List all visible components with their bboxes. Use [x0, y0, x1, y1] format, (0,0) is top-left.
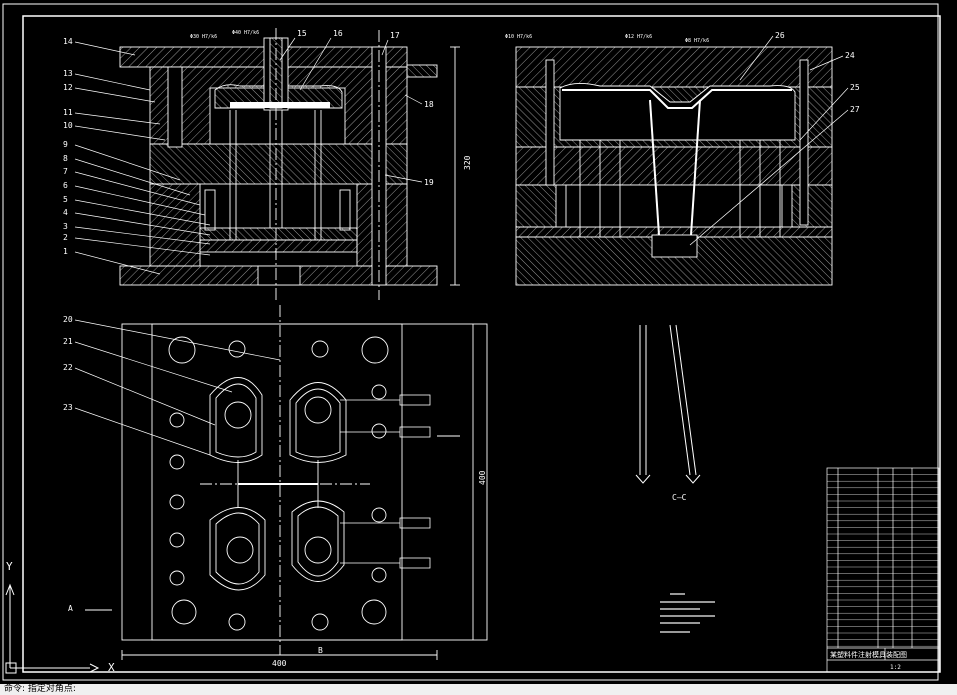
right-part-number-labels: 26 24 25 27 Φ10 H7/k6 Φ12 H7/k6 Φ8 H7/k6 [505, 31, 860, 114]
part-label-3: 3 [63, 222, 68, 231]
left-part-number-labels: 14 13 12 11 10 9 8 7 6 5 4 3 2 1 15 16 1… [63, 29, 472, 256]
dimension-400-width: 400 [272, 659, 287, 668]
section-mark-a: A [68, 604, 73, 613]
ucs-y-label: Y [6, 560, 13, 573]
part-label-24: 24 [845, 51, 855, 60]
part-label-18: 18 [424, 100, 434, 109]
fit-label-2: Φ40 H7/k6 [232, 30, 259, 36]
part-label-26: 26 [775, 31, 785, 40]
part-label-25: 25 [850, 83, 860, 92]
right-section-view [515, 46, 833, 286]
part-label-15: 15 [297, 29, 307, 38]
part-label-19: 19 [424, 178, 434, 187]
part-label-10: 10 [63, 121, 73, 130]
part-label-7: 7 [63, 167, 68, 176]
part-label-12: 12 [63, 83, 73, 92]
part-label-27: 27 [850, 105, 860, 114]
plan-view [85, 305, 488, 660]
plan-leader-lines [74, 319, 281, 456]
plan-view-labels: 20 21 22 23 400 400 A B [63, 315, 487, 668]
part-label-23: 23 [63, 403, 73, 412]
part-label-9: 9 [63, 140, 68, 149]
left-leader-lines [74, 37, 423, 275]
part-label-14: 14 [63, 37, 73, 46]
drawing-title: 某塑料件注射模具装配图 [830, 650, 907, 659]
section-mark-b: B [318, 646, 323, 655]
dimension-400-height: 400 [478, 470, 487, 485]
bom-row-lines [827, 474, 939, 647]
fit-label-4: Φ12 H7/k6 [625, 34, 652, 40]
part-label-21: 21 [63, 337, 73, 346]
section-cc-label: C—C [672, 493, 687, 502]
section-cc-detail [635, 324, 701, 484]
command-line[interactable]: 命令: 指定对角点: [0, 684, 957, 695]
part-label-2: 2 [63, 233, 68, 242]
bill-of-materials [826, 467, 940, 673]
part-label-6: 6 [63, 181, 68, 190]
left-section-view [119, 28, 460, 300]
part-label-1: 1 [63, 247, 68, 256]
technical-notes [660, 593, 715, 633]
ucs-icon [5, 583, 100, 674]
drawing-scale: 1:2 [890, 664, 901, 671]
part-label-11: 11 [63, 108, 73, 117]
part-label-22: 22 [63, 363, 73, 372]
part-label-13: 13 [63, 69, 73, 78]
fit-label-3: Φ10 H7/k6 [505, 34, 532, 40]
part-label-20: 20 [63, 315, 73, 324]
fit-label-1: Φ30 H7/k6 [190, 34, 217, 40]
drawing-frame [2, 3, 941, 681]
part-label-16: 16 [333, 29, 343, 38]
part-label-5: 5 [63, 195, 68, 204]
ucs-x-label: X [108, 661, 115, 674]
part-label-8: 8 [63, 154, 68, 163]
right-leader-lines [689, 35, 849, 246]
fit-label-5: Φ8 H7/k6 [685, 38, 709, 44]
part-label-4: 4 [63, 208, 68, 217]
dimension-320: 320 [463, 155, 472, 170]
part-label-17: 17 [390, 31, 400, 40]
